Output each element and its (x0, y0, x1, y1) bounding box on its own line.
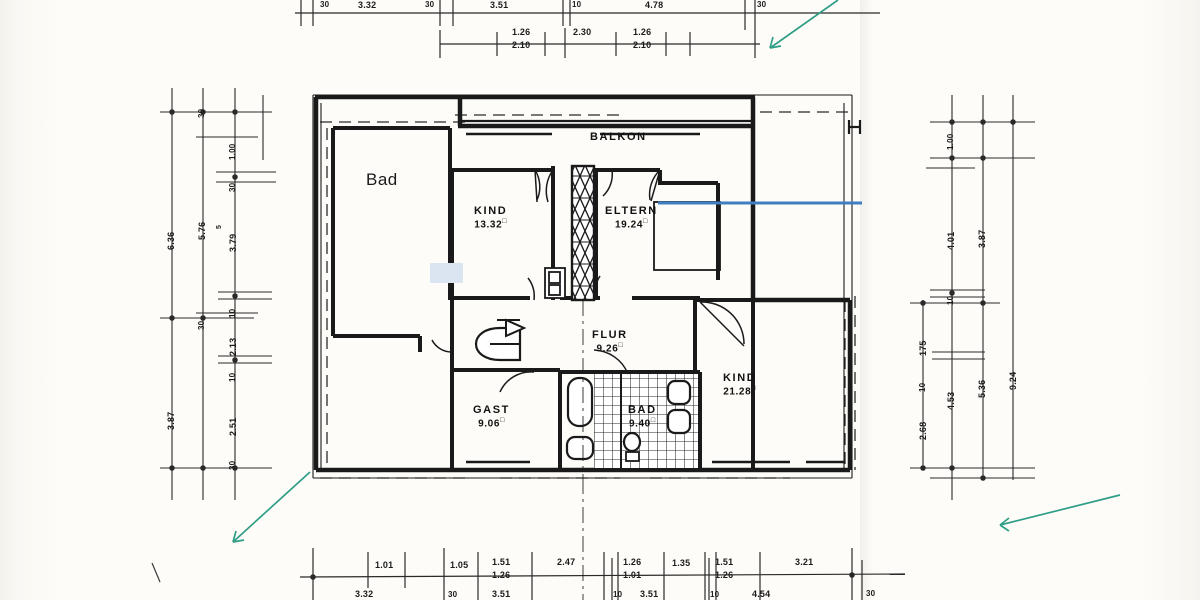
blue-highlight-box (430, 263, 463, 283)
dimension-chain-top (295, 0, 880, 58)
dim-bottom-sub-2: 1.26 (492, 570, 511, 580)
dim-left-b-0: 30 (197, 108, 206, 118)
dim-bottom-lower-1: 30 (448, 590, 458, 599)
dim-top-3: 3.51 (490, 0, 509, 10)
dim-bottom-lower-6: 4.54 (752, 589, 771, 599)
dim-top-4: 10 (572, 0, 582, 9)
dim-bottom-lower-4: 3.51 (640, 589, 659, 599)
dim-top-inner-2-under: 2.10 (633, 40, 652, 50)
area-unit-icon: □ (643, 217, 648, 225)
utility-block (544, 267, 566, 299)
dim-left-c-8: 30 (228, 460, 237, 470)
dim-left-a-1: 3.87 (166, 411, 176, 430)
dim-bottom-lower-0: 3.32 (355, 589, 374, 599)
dim-left-b-1: 5.76 (197, 221, 207, 240)
dim-bottom-lower-5: 10 (710, 590, 720, 599)
area-unit-icon: □ (618, 341, 624, 349)
room-area-bad-main: 9.40 (628, 417, 651, 429)
annotation-arrows (232, 0, 1121, 543)
room-label-bad-main: BAD 9.40□ (628, 404, 657, 429)
room-label-gast: GAST 9.06□ (473, 404, 510, 429)
dimension-chain-left (160, 88, 276, 500)
dim-left-c-4: 5 (216, 224, 223, 229)
room-label-bad-left: Bad (366, 170, 398, 189)
dim-right-a-3: 175 (918, 340, 928, 356)
room-label-flur: FLUR 9.26□ (592, 329, 628, 354)
dim-bottom-6: 1.51 (715, 557, 734, 567)
dim-top-0: 30 (320, 0, 330, 9)
room-area-gast: 9.06 (478, 417, 500, 429)
bed-furniture (653, 201, 721, 271)
stray-pencil-mark (151, 562, 161, 583)
room-area-kind-1: 13.32 (474, 218, 503, 230)
dim-bottom-sub-4: 1.01 (623, 570, 642, 580)
dim-right-a-2: 10 (946, 295, 955, 305)
dim-bottom-5: 1.35 (672, 558, 691, 568)
dim-bottom-lower-2: 3.51 (492, 589, 511, 599)
dimension-chain-right (910, 95, 1035, 500)
dim-bottom-3: 2.47 (557, 557, 576, 567)
room-label-kind-1: KIND 13.32□ (474, 205, 508, 230)
dim-right-a-0: 1.00 (946, 133, 955, 150)
dim-left-c-5: 2.13 (228, 337, 238, 356)
shaft-chimney (570, 164, 596, 302)
dim-left-c-1: 30 (228, 182, 237, 192)
dim-left-c-6: 10 (228, 372, 237, 382)
dim-bottom-lower-3: 10 (613, 590, 623, 599)
room-label-eltern: ELTERN 19.24□ (605, 205, 658, 230)
room-area-flur: 9.26 (596, 342, 619, 354)
dim-top-5: 4.78 (645, 0, 664, 10)
dim-top-2: 30 (425, 0, 435, 9)
dim-top-inner-1-over: 2.30 (573, 27, 592, 37)
area-unit-icon: □ (751, 384, 757, 392)
sanitary-fixtures (474, 318, 692, 462)
dim-left-b-2: 30 (197, 320, 206, 330)
dim-bottom-1: 1.05 (450, 560, 469, 570)
room-label-balkon: BALKON (590, 131, 647, 143)
area-unit-icon: □ (500, 416, 505, 424)
dim-top-inner-2-over: 1.26 (633, 27, 652, 37)
dim-left-c-3: 10 (228, 308, 237, 318)
dim-left-c-7: 2.51 (228, 417, 238, 436)
area-unit-icon: □ (502, 217, 508, 225)
dim-bottom-2: 1.51 (492, 557, 511, 567)
dim-right-a-1: 4.01 (946, 231, 956, 250)
dim-top-inner-0-over: 1.26 (512, 27, 531, 37)
dim-right-b-0: 3.87 (977, 229, 987, 248)
dim-top-inner-0-under: 2.10 (512, 40, 531, 50)
dimension-chain-bottom (299, 548, 906, 600)
dim-left-c-2: 3.79 (228, 233, 238, 252)
reference-marker (847, 120, 862, 134)
dim-left-a-0: 6.36 (166, 231, 176, 250)
dim-right-c-0: 9.24 (1008, 371, 1018, 390)
door-swings (431, 169, 745, 393)
dim-top-1: 3.32 (358, 0, 377, 10)
dim-bottom-lower-7: 30 (866, 589, 876, 598)
dim-bottom-0: 1.01 (375, 560, 394, 570)
dim-left-c-0: 1.00 (228, 143, 237, 160)
room-area-eltern: 19.24 (614, 218, 643, 230)
dim-bottom-7: 3.21 (795, 557, 814, 567)
dim-right-b-2: 5.36 (977, 379, 987, 398)
room-area-kind-2: 21.28 (723, 385, 752, 397)
room-label-kind-2: KIND 21.28□ (723, 372, 757, 397)
dim-bottom-4: 1.26 (623, 557, 642, 567)
area-unit-icon: □ (650, 416, 656, 424)
dim-top-6: 30 (757, 0, 767, 9)
dim-right-a-5: 2.68 (918, 421, 928, 440)
dim-bottom-sub-6: 1.26 (715, 570, 734, 580)
dim-right-a-4: 10 (918, 382, 927, 392)
dim-right-b-1: 4.53 (946, 391, 956, 410)
